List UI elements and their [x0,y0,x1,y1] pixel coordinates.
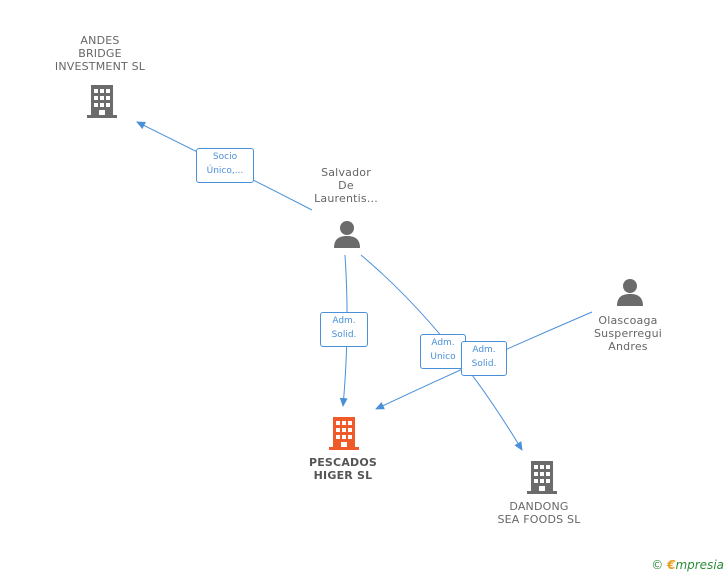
copyright-icon: © [651,558,664,572]
person-icon[interactable] [616,277,644,307]
edge-label-adm-unico-line-1: Adm. [431,338,455,348]
salvador-label-line-1: Salvador [321,166,371,179]
edge-label-adm-solid-2-line-1: Adm. [472,345,496,355]
dandong-label-line-2: SEA FOODS SL [497,513,581,526]
building-icon[interactable] [526,459,558,495]
olascoaga-label-line-2: Susperregui [593,327,663,340]
building-icon-highlighted[interactable] [328,415,360,451]
edge-label-adm-solid-2-line-2: Solid. [471,359,497,369]
building-icon[interactable] [86,83,118,119]
edge-label-socio-unico[interactable]: Socio Único,... [196,148,254,183]
brand-initial: € [667,558,676,572]
salvador-label-line-3: Laurentis... [314,192,378,205]
edge-label-socio-line-1: Socio [212,152,238,162]
andes-label-line-1: ANDES [80,34,120,47]
pescados-label[interactable]: PESCADOS HIGER SL [292,456,394,482]
empresia-credit: © €mpresia [651,558,724,572]
brand-name: mpresia [675,558,724,572]
pescados-label-line-1: PESCADOS [308,456,378,469]
salvador-label[interactable]: Salvador De Laurentis... [296,166,396,205]
edge-label-adm-solid-1-line-1: Adm. [332,316,356,326]
edge-label-adm-unico[interactable]: Adm. Unico [420,334,466,369]
edge-label-adm-unico-line-2: Unico [430,352,456,362]
andes-label-line-2: BRIDGE [78,47,122,60]
salvador-label-line-2: De [338,179,354,192]
edge-label-adm-solid-2[interactable]: Adm. Solid. [461,341,507,376]
pescados-label-line-2: HIGER SL [313,469,373,482]
dandong-label[interactable]: DANDONG SEA FOODS SL [484,500,594,526]
edge-label-socio-line-2: Único,... [206,166,244,176]
olascoaga-label-line-1: Olascoaga [598,314,658,327]
edge-label-adm-solid-1-line-2: Solid. [331,330,357,340]
person-icon[interactable] [333,219,361,249]
andes-label[interactable]: ANDES BRIDGE INVESTMENT SL [40,34,160,73]
dandong-label-line-1: DANDONG [509,500,569,513]
olascoaga-label-line-3: Andres [608,340,648,353]
edge-label-adm-solid[interactable]: Adm. Solid. [320,312,368,347]
andes-label-line-3: INVESTMENT SL [54,60,146,73]
olascoaga-label[interactable]: Olascoaga Susperregui Andres [576,314,680,353]
